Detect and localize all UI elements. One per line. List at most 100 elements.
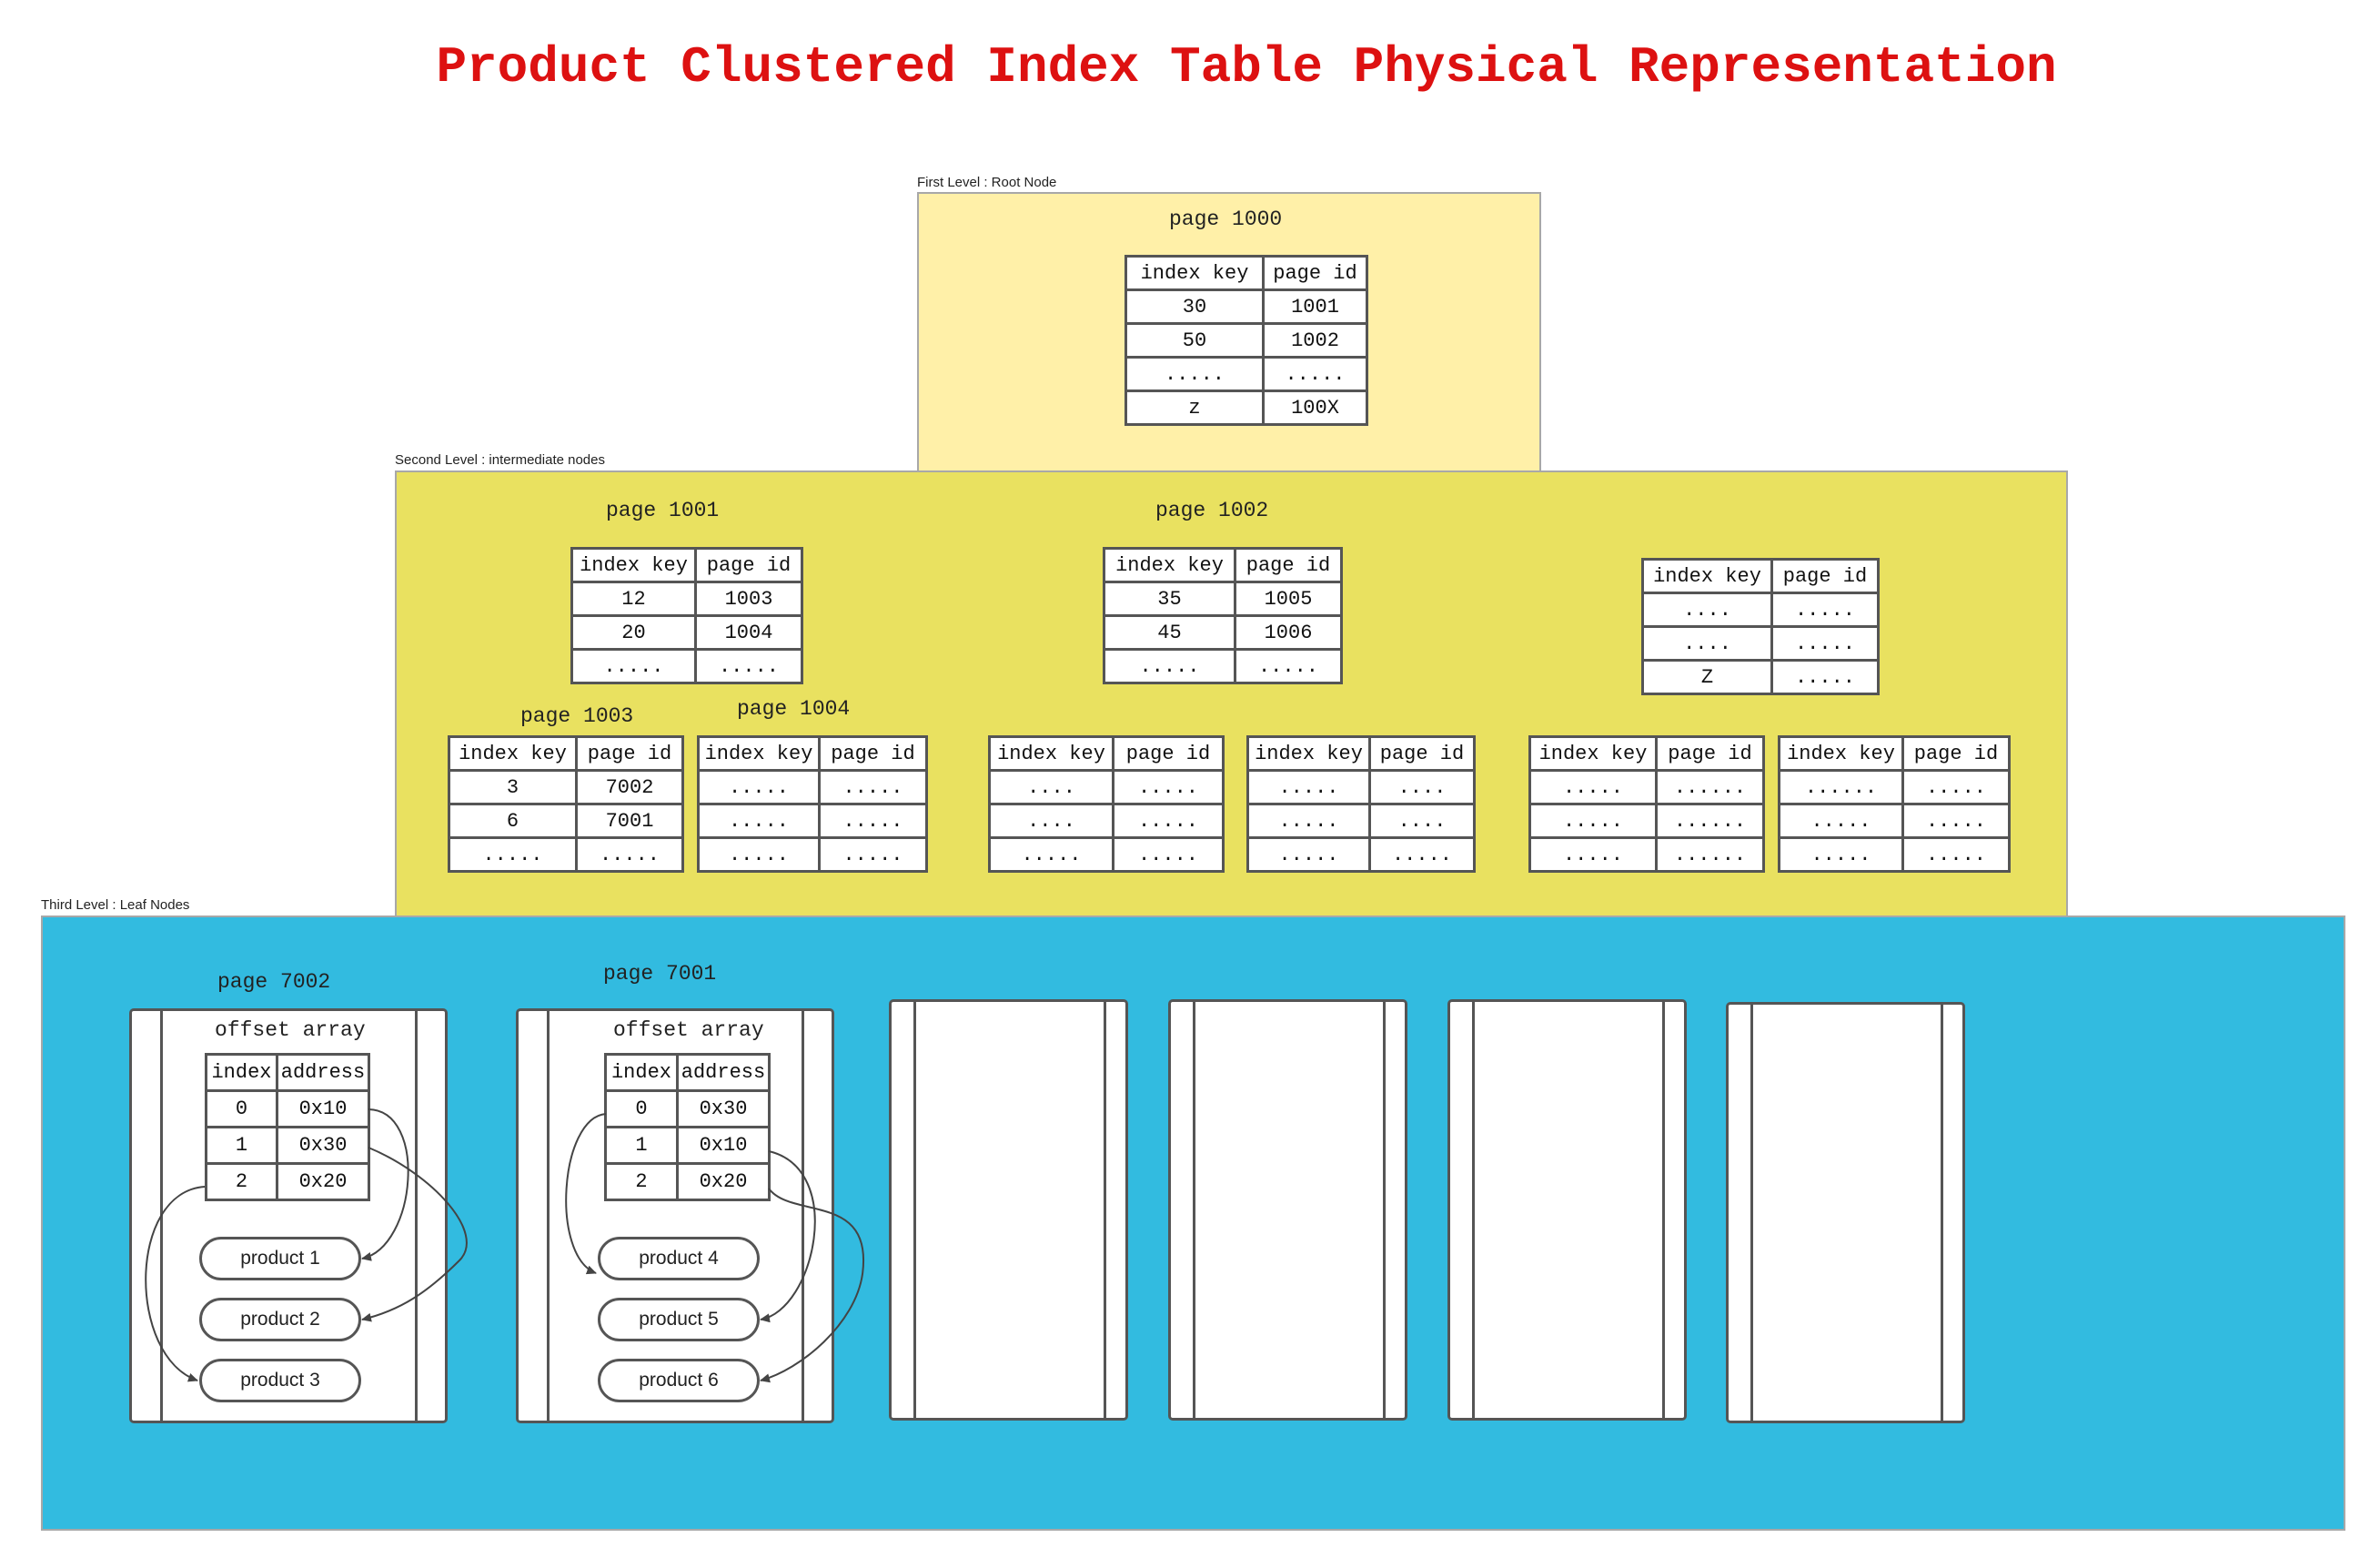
table-cell: 0x20	[276, 1162, 370, 1201]
page-7001-label: page 7001	[603, 962, 717, 986]
table-cell: ......	[1778, 769, 1904, 805]
column-header: page id	[694, 547, 803, 583]
column-header: page id	[575, 735, 684, 772]
table-cell: .....	[1124, 356, 1265, 392]
leaf-level-label: Third Level : Leaf Nodes	[41, 897, 190, 913]
table-cell: .....	[818, 836, 928, 873]
table-cell: .....	[1234, 648, 1343, 684]
table-cell: .....	[570, 648, 697, 684]
table-cell: 1	[205, 1126, 278, 1165]
product-2-record: product 2	[199, 1298, 361, 1341]
offset-array-title: offset array	[215, 1018, 366, 1042]
table-cell: .....	[1778, 803, 1904, 839]
column-header: page id	[1770, 558, 1880, 594]
column-header: index	[604, 1053, 679, 1092]
table-row: ..........	[1124, 356, 1368, 392]
table-row: Z.....	[1641, 659, 1880, 695]
table-cell: .....	[1528, 769, 1658, 805]
root-level-label: First Level : Root Node	[917, 175, 1057, 190]
table-cell: 100X	[1262, 389, 1368, 426]
table-cell: ....	[1368, 803, 1476, 839]
table-cell: 2	[205, 1162, 278, 1201]
table-cell: ......	[1655, 769, 1765, 805]
table-cell: .....	[1770, 592, 1880, 628]
page-1002-label: page 1002	[1155, 499, 1269, 522]
table-cell: 0x20	[676, 1162, 771, 1201]
table-cell: 1006	[1234, 614, 1343, 651]
page-border-line	[1383, 1002, 1386, 1418]
table-cell: .....	[1901, 803, 2011, 839]
table-cell: 1003	[694, 581, 803, 617]
empty-leaf-page	[1726, 1002, 1965, 1423]
column-header: index key	[988, 735, 1114, 772]
column-header: index	[205, 1053, 278, 1092]
column-header: page id	[1368, 735, 1476, 772]
product-1-record: product 1	[199, 1237, 361, 1280]
empty-leaf-page	[1447, 999, 1687, 1421]
table-cell: 2	[604, 1162, 679, 1201]
table-cell: .....	[818, 803, 928, 839]
table-cell: 7001	[575, 803, 684, 839]
table-cell: 0x30	[276, 1126, 370, 1165]
table-cell: 0	[604, 1089, 679, 1128]
page-1001-label: page 1001	[606, 499, 720, 522]
offset-array-title: offset array	[613, 1018, 764, 1042]
column-header: page id	[1262, 255, 1368, 291]
table-cell: ......	[1655, 803, 1765, 839]
table-cell: ....	[988, 803, 1114, 839]
table-row: ..........	[1778, 803, 2011, 839]
table-cell: 0	[205, 1089, 278, 1128]
table-cell: .....	[1112, 803, 1225, 839]
table-cell: 0x10	[276, 1089, 370, 1128]
table-cell: .....	[1528, 836, 1658, 873]
page-border-line	[1193, 1002, 1195, 1418]
table-cell: 20	[570, 614, 697, 651]
table-cell: .....	[1770, 659, 1880, 695]
table-cell: .....	[988, 836, 1114, 873]
table-cell: 0x10	[676, 1126, 771, 1165]
page-1003-label: page 1003	[520, 704, 634, 728]
page-border-line	[160, 1011, 163, 1421]
column-header: index key	[1641, 558, 1773, 594]
table-cell: Z	[1641, 659, 1773, 695]
table-cell: .....	[575, 836, 684, 873]
table-cell: 12	[570, 581, 697, 617]
table-cell: .....	[1112, 769, 1225, 805]
table-cell: .....	[1262, 356, 1368, 392]
table-cell: 1005	[1234, 581, 1343, 617]
table-cell: 1004	[694, 614, 803, 651]
table-cell: .....	[694, 648, 803, 684]
page-border-line	[1662, 1002, 1665, 1418]
table-cell: ......	[1655, 836, 1765, 873]
table-cell: .....	[1778, 836, 1904, 873]
table-cell: .....	[1246, 836, 1371, 873]
table-row: ..........	[1103, 648, 1343, 684]
table-cell: ....	[1641, 625, 1773, 662]
table-row: ..........	[697, 836, 928, 873]
empty-leaf-page	[1168, 999, 1407, 1421]
table-cell: ....	[1368, 769, 1476, 805]
table-cell: 0x30	[676, 1089, 771, 1128]
table-cell: .....	[1368, 836, 1476, 873]
page-7002-label: page 7002	[217, 970, 331, 994]
intermediate-level-label: Second Level : intermediate nodes	[395, 452, 605, 468]
table-cell: 1002	[1262, 322, 1368, 359]
